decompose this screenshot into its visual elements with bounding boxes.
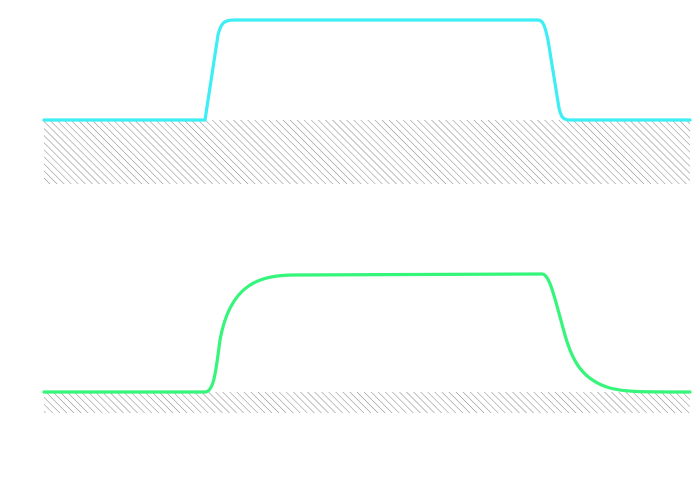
top-ground-hatch: [44, 120, 690, 184]
top-pulse-waveform: [42, 18, 692, 122]
bottom-ground-hatch: [44, 392, 690, 413]
bottom-pulse-waveform: [42, 272, 692, 394]
